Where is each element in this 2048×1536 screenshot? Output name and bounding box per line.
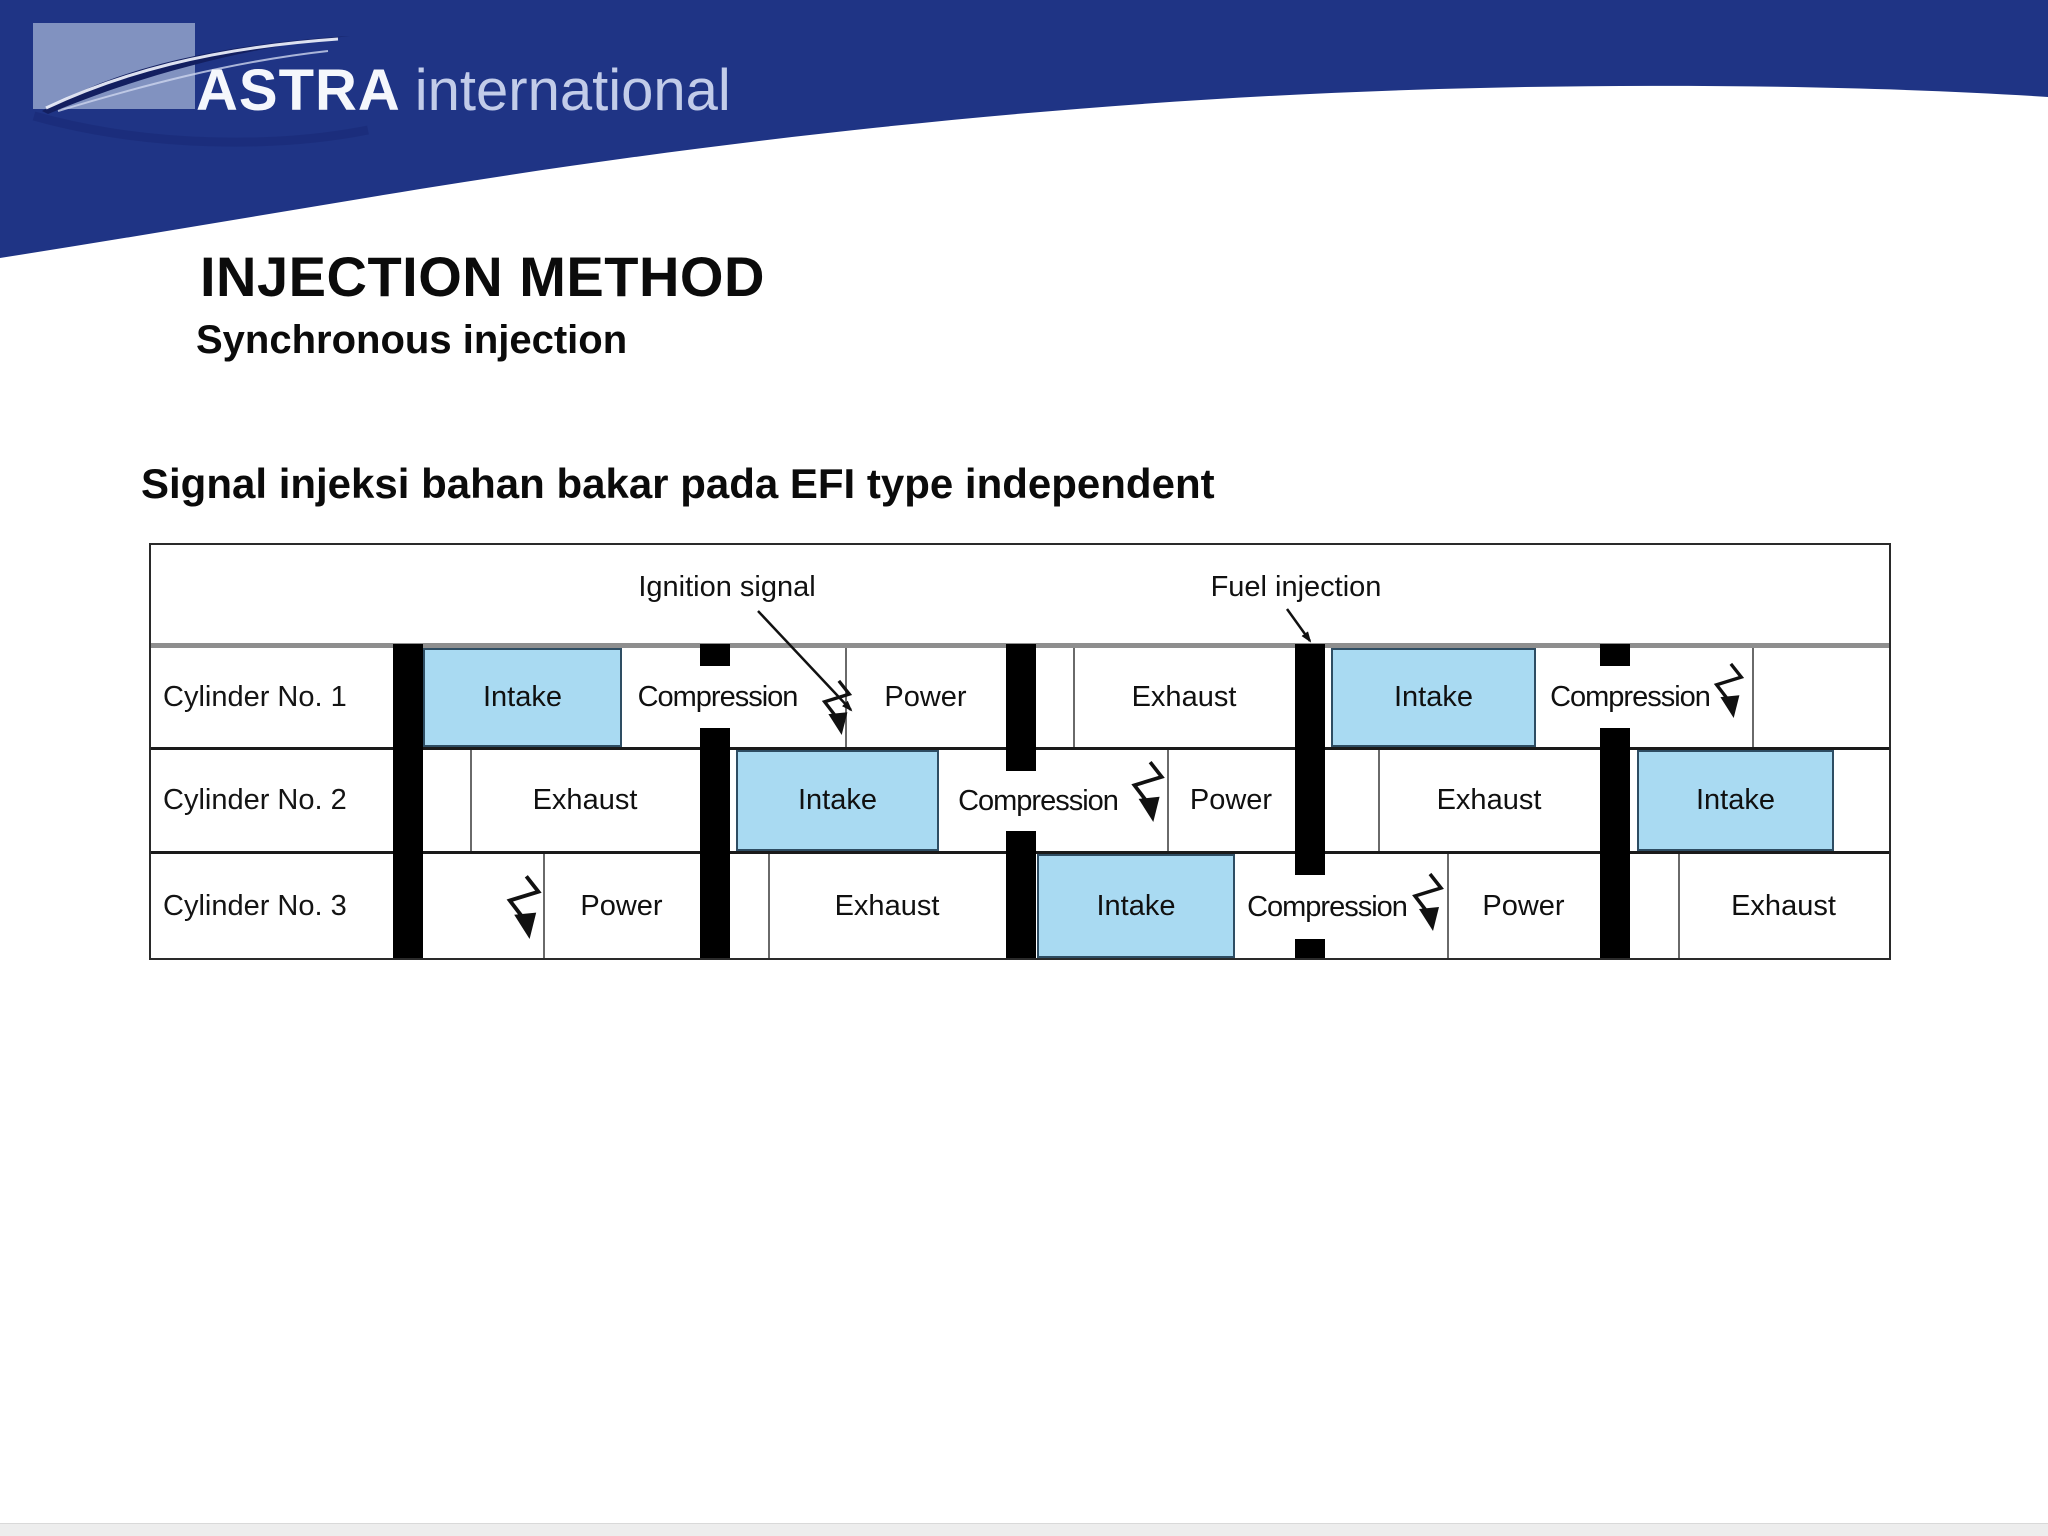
phase-cell-exhaust: Exhaust: [1131, 681, 1237, 713]
phase-cell-compression: Compression: [1241, 875, 1443, 939]
footer-strip: [0, 1523, 2048, 1536]
phase-cell-intake: Intake: [423, 648, 622, 747]
ignition-signal-label: Ignition signal: [638, 571, 816, 603]
cylinder-row-label-3: Cylinder No. 3: [163, 889, 347, 922]
phase-cell-power: Power: [580, 889, 663, 922]
cell-boundary-line: [1073, 648, 1075, 747]
brand-wordmark: ASTRA international: [196, 60, 731, 122]
phase-cell-compression: Compression: [624, 666, 841, 728]
cylinder-row-label-2: Cylinder No. 2: [163, 784, 347, 816]
brand-name: ASTRA: [196, 58, 401, 123]
phase-cell-power: Power: [1482, 889, 1565, 922]
phase-cell-power: Power: [884, 681, 967, 713]
cell-boundary-line: [1167, 750, 1169, 851]
phase-cell-compression: Compression: [1541, 666, 1749, 728]
page-title: INJECTION METHOD: [200, 245, 765, 308]
cell-boundary-line: [470, 750, 472, 851]
cell-boundary-line: [1752, 648, 1754, 747]
astra-logo: [32, 23, 369, 147]
fuel-injection-bar: [393, 644, 423, 958]
phase-cell-intake: Intake: [1637, 750, 1834, 851]
phase-cell-exhaust: Exhaust: [1436, 784, 1542, 816]
phase-cell-exhaust: Exhaust: [834, 889, 940, 922]
phase-cell-exhaust: Exhaust: [532, 784, 638, 816]
phase-cell-intake: Intake: [1037, 854, 1235, 958]
diagram-caption: Signal injeksi bahan bakar pada EFI type…: [141, 460, 1215, 507]
lightning-bolt-icon: [507, 874, 541, 941]
cell-boundary-line: [543, 854, 545, 958]
injection-timing-diagram: Ignition signal Fuel injection Cylinder …: [149, 543, 1891, 960]
page-subtitle: Synchronous injection: [196, 318, 628, 362]
annotation-arrow: [1285, 608, 1312, 643]
cell-boundary-line: [1378, 750, 1380, 851]
banner-wave: [0, 0, 2048, 258]
phase-cell-compression: Compression: [943, 771, 1163, 831]
cell-boundary-line: [768, 854, 770, 958]
cell-boundary-line: [1678, 854, 1680, 958]
phase-cell-exhaust: Exhaust: [1731, 889, 1836, 922]
cylinder-row-label-1: Cylinder No. 1: [163, 681, 347, 713]
phase-cell-intake: Intake: [736, 750, 939, 851]
brand-suffix: international: [414, 58, 731, 123]
phase-cell-intake: Intake: [1331, 648, 1536, 747]
fuel-injection-label: Fuel injection: [1210, 571, 1382, 603]
phase-cell-power: Power: [1189, 784, 1273, 816]
cell-boundary-line: [1447, 854, 1449, 958]
